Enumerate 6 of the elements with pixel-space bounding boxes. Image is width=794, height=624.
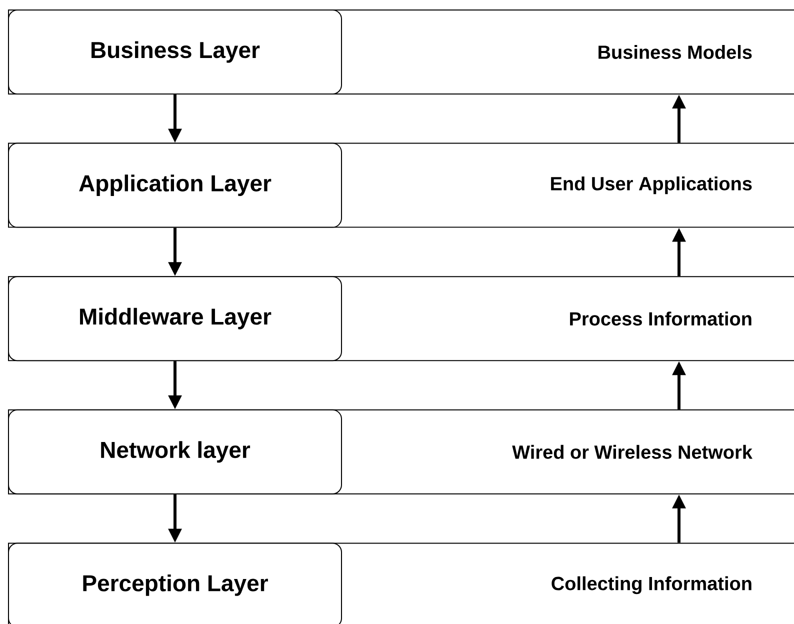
layer-box: Network layer [8,409,342,494]
layer-box: Middleware Layer [8,276,342,362]
node-label: Perception Layer [83,574,268,596]
layer-box: Perception Layer [8,542,342,624]
layer-box: Business Layer [8,10,342,94]
layer-box: Application Layer [8,142,342,228]
